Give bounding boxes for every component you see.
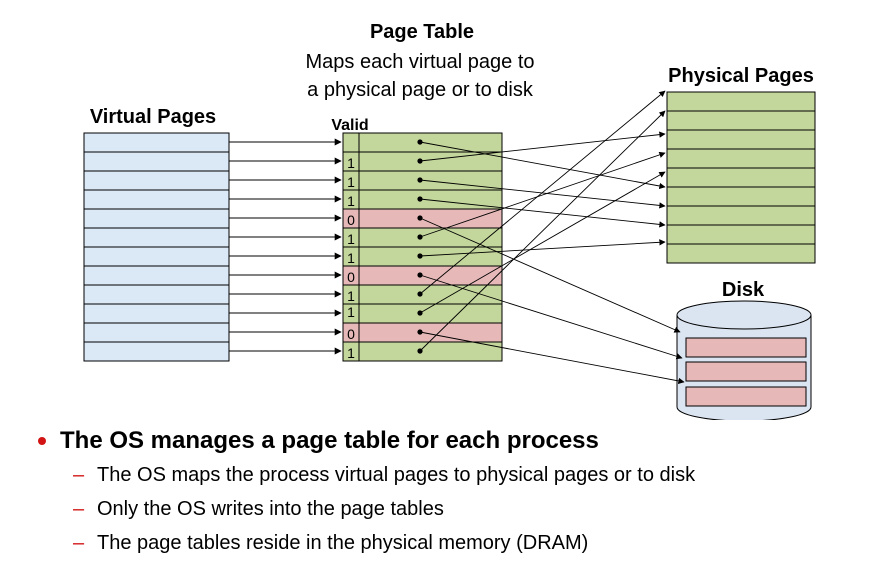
disk-label: Disk bbox=[722, 279, 765, 301]
valid-bit: 0 bbox=[347, 269, 355, 285]
disk-block bbox=[685, 337, 807, 358]
disk-block bbox=[685, 386, 807, 407]
physical-page bbox=[666, 243, 816, 264]
virtual-page bbox=[83, 303, 230, 324]
dash-icon: – bbox=[73, 531, 85, 554]
physical-page bbox=[666, 110, 816, 131]
valid-bit: 0 bbox=[347, 326, 355, 342]
sub-bullet: – The page tables reside in the physical… bbox=[38, 526, 878, 560]
virtual-pages-label: Virtual Pages bbox=[90, 106, 216, 128]
virtual-page bbox=[83, 208, 230, 229]
mapping-arrow bbox=[419, 331, 685, 385]
disk-block bbox=[685, 361, 807, 382]
sub-bullet-text: The page tables reside in the physical m… bbox=[97, 531, 589, 554]
valid-bit: 1 bbox=[347, 174, 355, 190]
page-table-subtitle-line-1: Maps each virtual page to bbox=[305, 51, 534, 73]
main-bullet: The OS manages a page table for each pro… bbox=[38, 424, 878, 458]
sub-bullet: – The OS maps the process virtual pages … bbox=[38, 458, 878, 492]
physical-page bbox=[666, 91, 816, 112]
valid-bit: 0 bbox=[347, 212, 355, 228]
mapping-arrow bbox=[419, 239, 666, 257]
mapping-arrows bbox=[419, 90, 685, 385]
page-table-diagram: Page Table Maps each virtual page to a p… bbox=[83, 21, 816, 420]
valid-bit: 1 bbox=[347, 250, 355, 266]
sub-bullet-text: The OS maps the process virtual pages to… bbox=[97, 463, 696, 486]
dash-icon: – bbox=[73, 497, 85, 520]
physical-page bbox=[666, 205, 816, 226]
valid-bit: 1 bbox=[347, 345, 355, 361]
valid-bits: 1 1 1 0 1 1 0 1 1 0 1 bbox=[347, 155, 355, 361]
physical-pages-label: Physical Pages bbox=[668, 65, 814, 87]
sub-bullet-text: Only the OS writes into the page tables bbox=[97, 497, 444, 520]
valid-bit: 1 bbox=[347, 288, 355, 304]
physical-page bbox=[666, 186, 816, 207]
valid-label: Valid bbox=[331, 117, 368, 134]
page-table-subtitle-line-2: a physical page or to disk bbox=[307, 79, 534, 101]
mapping-arrow bbox=[419, 274, 683, 360]
mapping-arrow bbox=[419, 171, 666, 314]
mapping-arrow bbox=[419, 198, 666, 228]
valid-bit: 1 bbox=[347, 193, 355, 209]
sub-bullet: – Only the OS writes into the page table… bbox=[38, 492, 878, 526]
physical-page bbox=[666, 148, 816, 169]
mapping-arrow bbox=[419, 110, 666, 352]
virtual-page bbox=[83, 132, 230, 153]
valid-bit: 1 bbox=[347, 304, 355, 320]
physical-pages-column bbox=[666, 91, 816, 264]
virtual-page bbox=[83, 189, 230, 210]
mapping-arrow bbox=[419, 141, 666, 190]
dash-icon: – bbox=[73, 463, 85, 486]
page-table bbox=[342, 132, 503, 362]
physical-page bbox=[666, 129, 816, 150]
mapping-arrow bbox=[419, 217, 681, 333]
virtual-page bbox=[83, 265, 230, 286]
physical-page bbox=[666, 224, 816, 245]
page-table-title: Page Table bbox=[370, 21, 474, 43]
virtual-page bbox=[83, 151, 230, 172]
mapping-arrow bbox=[419, 90, 666, 295]
mapping-arrow bbox=[419, 151, 666, 238]
virtual-page bbox=[83, 341, 230, 362]
main-bullet-text: The OS manages a page table for each pro… bbox=[60, 427, 599, 454]
mapping-arrow bbox=[419, 131, 666, 162]
valid-bit: 1 bbox=[347, 231, 355, 247]
bullet-dot-icon bbox=[38, 437, 46, 445]
virtual-page bbox=[83, 246, 230, 267]
bullet-list: The OS manages a page table for each pro… bbox=[38, 424, 878, 560]
virtual-page bbox=[83, 170, 230, 191]
virtual-page bbox=[83, 322, 230, 343]
virtual-page bbox=[83, 227, 230, 248]
physical-page bbox=[666, 167, 816, 188]
valid-bit: 1 bbox=[347, 155, 355, 171]
virtual-pages-column bbox=[83, 132, 230, 362]
virtual-to-table-arrows bbox=[229, 138, 342, 355]
virtual-page bbox=[83, 284, 230, 305]
disk-icon bbox=[676, 300, 812, 420]
